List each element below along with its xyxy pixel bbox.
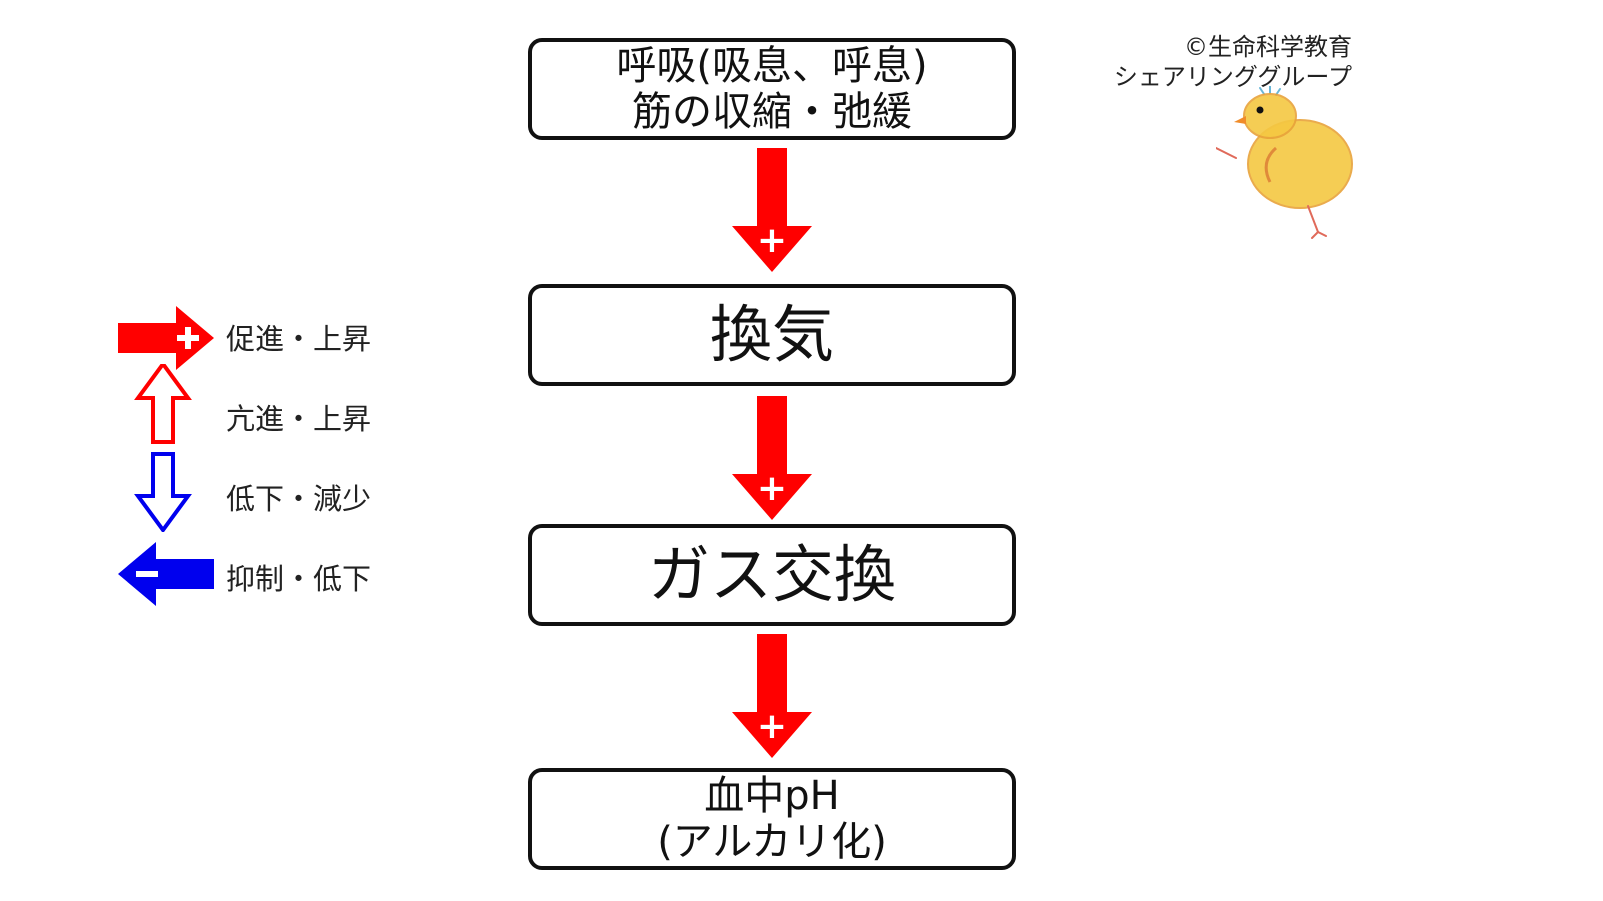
- flow-arrow-promote-3-shape: [732, 634, 812, 758]
- flow-box-respiration-line-1: 呼吸(吸息、呼息): [616, 43, 928, 89]
- chick-eye: [1256, 106, 1264, 114]
- flow-arrow-promote-1-shape: [732, 148, 812, 272]
- chick-mascot-icon: [1216, 86, 1353, 239]
- flow-arrow-promote-3-sign: +: [757, 706, 787, 747]
- chick-beak: [1234, 116, 1246, 124]
- flow-box-ventilation: 換気: [528, 284, 1016, 386]
- flow-box-respiration: 呼吸(吸息、呼息) 筋の収縮・弛緩: [528, 38, 1016, 140]
- chick-head: [1243, 93, 1297, 139]
- flow-box-ventilation-line-1: 換気: [709, 298, 834, 371]
- legend-label-enhance: 亢進・上昇: [226, 402, 372, 436]
- chick-wing: [1264, 146, 1278, 183]
- flow-arrow-promote-1: +: [732, 148, 812, 272]
- flow-box-blood-ph-line-1: 血中pH: [704, 773, 840, 819]
- flow-box-gas-exchange-line-1: ガス交換: [647, 538, 896, 611]
- chick-body: [1247, 119, 1353, 209]
- blue-outline-down-arrow-icon: [134, 452, 192, 532]
- flow-box-blood-ph-line-2: (アルカリ化): [657, 819, 887, 865]
- legend-label-inhibit: 抑制・低下: [226, 562, 372, 596]
- legend-label-decrease: 低下・減少: [226, 482, 372, 516]
- flow-arrow-promote-2: +: [732, 396, 812, 520]
- chick-legs: [1216, 146, 1327, 239]
- blue-minus-left-arrow-icon: [118, 542, 214, 606]
- red-outline-up-arrow-icon: [134, 364, 192, 444]
- flow-box-respiration-line-2: 筋の収縮・弛緩: [632, 89, 912, 135]
- legend-label-promote: 促進・上昇: [226, 322, 372, 356]
- flow-arrow-promote-3: +: [732, 634, 812, 758]
- flow-box-gas-exchange: ガス交換: [528, 524, 1016, 626]
- flow-box-blood-ph: 血中pH (アルカリ化): [528, 768, 1016, 870]
- flow-arrow-promote-1-sign: +: [757, 220, 787, 261]
- flow-arrow-promote-2-sign: +: [757, 468, 787, 509]
- credit-line-2: シェアリンググループ: [1113, 63, 1352, 91]
- red-plus-right-arrow-icon: [118, 306, 214, 370]
- flow-arrow-promote-2-shape: [732, 396, 812, 520]
- credit-line-1: ©生命科学教育: [1184, 33, 1352, 61]
